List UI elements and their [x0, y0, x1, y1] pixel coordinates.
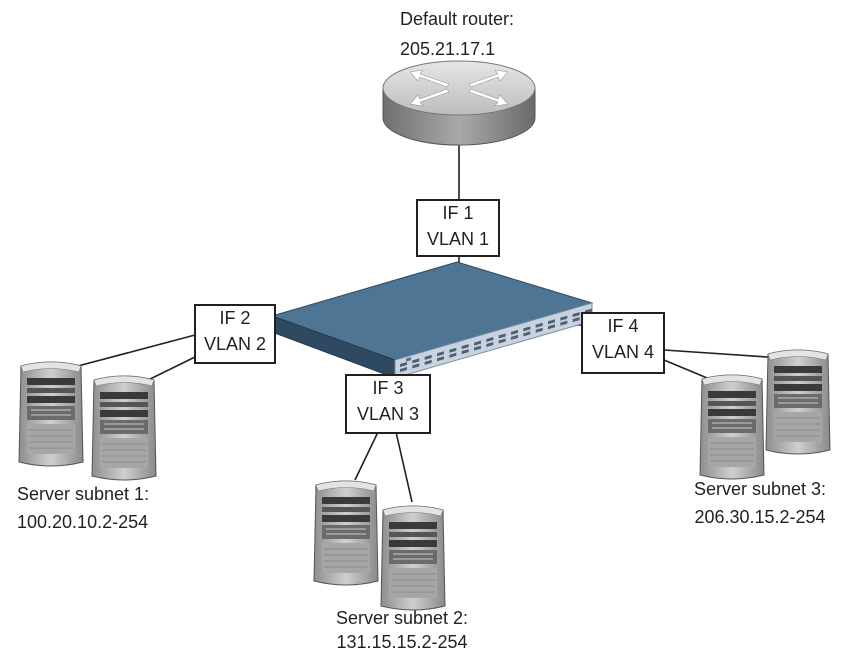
router-label-title: Default router: — [400, 9, 515, 29]
switch-port-icon — [523, 326, 531, 332]
switch-port-icon — [424, 359, 432, 365]
interface-vlan: VLAN 4 — [591, 342, 655, 362]
interface-box-if1: IF 1 VLAN 1 — [416, 199, 500, 257]
switch-port-icon — [400, 362, 407, 367]
connection-lines — [77, 143, 783, 503]
subnet1-title: Server subnet 1: — [17, 484, 150, 504]
switch-port-icon — [461, 349, 469, 355]
server-icon — [765, 349, 831, 455]
interface-name: IF 4 — [607, 316, 639, 336]
switch-port-icon — [474, 345, 481, 351]
server-icon — [91, 375, 157, 481]
server-subnet1-icons — [18, 361, 157, 481]
switch-icon — [270, 261, 594, 379]
switch-port-icon — [412, 358, 420, 364]
server-icon — [699, 374, 765, 480]
router-label: Default router: 205.21.17.1 — [400, 7, 514, 61]
router-label-ip: 205.21.17.1 — [400, 39, 496, 59]
switch-port-icon — [486, 342, 494, 348]
if3-to-server2a-line — [354, 431, 379, 481]
interface-name: IF 1 — [442, 203, 474, 223]
server-subnet2-icons — [313, 480, 446, 611]
switch-port-icon — [449, 347, 457, 353]
switch-port-icon — [498, 338, 506, 344]
switch-port-icon — [572, 317, 580, 323]
switch-port-icon — [486, 337, 494, 343]
interface-vlan: VLAN 3 — [356, 404, 420, 424]
subnet3-title: Server subnet 3: — [693, 479, 827, 499]
if3-to-server2b-line — [395, 431, 413, 503]
interface-vlan: VLAN 2 — [203, 334, 267, 354]
switch-port-icon — [535, 327, 543, 333]
subnet1-range: 100.20.10.2-254 — [17, 512, 149, 532]
switch-port-icon — [424, 354, 432, 360]
interface-box-if3: IF 3 VLAN 3 — [345, 374, 431, 434]
server-subnet3-icons — [699, 349, 831, 480]
switch-port-icon — [437, 351, 444, 357]
interface-vlan: VLAN 1 — [426, 229, 490, 249]
switch-port-icon — [535, 322, 543, 328]
switch-port-icon — [511, 334, 518, 340]
interface-box-if2: IF 2 VLAN 2 — [194, 304, 276, 364]
switch-port-icon — [400, 367, 407, 372]
switch-port-icon — [412, 363, 420, 369]
switch-port-icon — [449, 352, 457, 358]
subnet2-label: Server subnet 2: 131.15.15.2-254 — [302, 606, 502, 654]
switch-port-icon — [498, 333, 506, 339]
server-icon — [313, 480, 379, 586]
switch-port-icon — [560, 320, 568, 326]
server-icon — [18, 361, 84, 467]
subnet2-title: Server subnet 2: — [335, 608, 469, 628]
if4-to-server3a-line — [663, 349, 783, 359]
switch-port-icon — [474, 340, 481, 346]
interface-name: IF 2 — [219, 308, 251, 328]
subnet3-label: Server subnet 3: 206.30.15.2-254 — [672, 477, 848, 529]
interface-box-if4: IF 4 VLAN 4 — [581, 312, 665, 374]
switch-port-icon — [572, 312, 580, 318]
router-icon — [382, 60, 536, 146]
if4-to-server3b-line — [663, 359, 713, 381]
subnet1-label: Server subnet 1: 100.20.10.2-254 — [17, 482, 149, 534]
switch-port-icon — [560, 315, 568, 321]
server-icon — [380, 505, 446, 611]
switch-port-icon — [511, 329, 518, 335]
switch-port-icon — [548, 319, 555, 325]
subnet3-range: 206.30.15.2-254 — [694, 507, 826, 527]
interface-name: IF 3 — [372, 378, 404, 398]
switch-port-icon — [523, 331, 531, 337]
if2-to-server1a-line — [77, 334, 196, 367]
switch-port-icon — [548, 324, 555, 330]
switch-port-icon — [437, 356, 444, 362]
subnet2-range: 131.15.15.2-254 — [336, 632, 468, 652]
switch-port-icon — [461, 344, 469, 350]
